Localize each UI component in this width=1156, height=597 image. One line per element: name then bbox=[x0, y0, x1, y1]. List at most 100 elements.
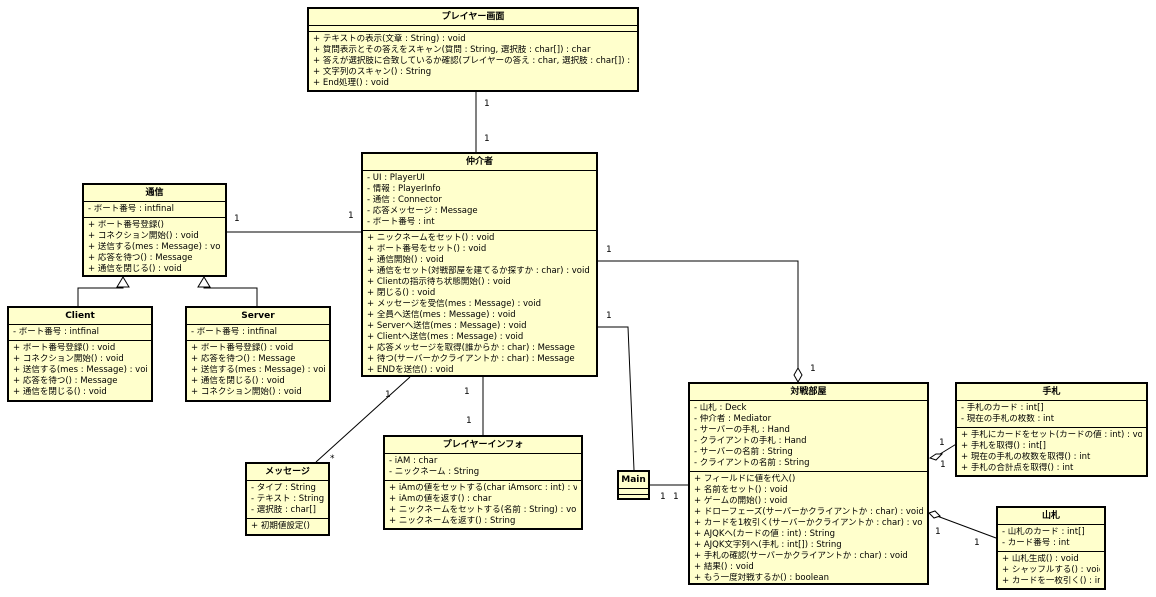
aggregation-diamond-deck bbox=[928, 510, 941, 519]
class-player-info[interactable]: プレイヤーインフォ - iAM : char- ニックネーム : String … bbox=[383, 435, 583, 530]
operation-row: + 結果() : void bbox=[694, 562, 754, 572]
operation-row: + ポート番号登録() bbox=[88, 220, 164, 230]
operation-row: + フィールドに値を代入() bbox=[694, 474, 796, 484]
multiplicity-label: 1 bbox=[484, 99, 490, 109]
operation-row: + ポート番号をセット() : void bbox=[367, 244, 487, 254]
class-main[interactable]: Main bbox=[617, 470, 650, 500]
class-player-screen[interactable]: プレイヤー画面 + テキストの表示(文章 : String) : void+ 質… bbox=[307, 7, 639, 92]
operations-section: + 山札生成() : void+ シャッフルする() : void+ カードを一… bbox=[998, 551, 1104, 589]
operation-row: + 名前をセット() : void bbox=[694, 485, 788, 495]
multiplicity-label: 1 bbox=[940, 460, 946, 470]
attributes-section: - ポート番号 : intfinal bbox=[9, 325, 151, 340]
generalization-client bbox=[77, 277, 124, 306]
multiplicity-label: 1 bbox=[660, 492, 666, 502]
link-mediator-room bbox=[598, 260, 799, 368]
link-mediator-main bbox=[598, 326, 635, 471]
operation-row: + コネクション開始() : void bbox=[13, 354, 124, 364]
operation-row: + もう一度対戦するか() : boolean bbox=[694, 573, 829, 583]
class-name: Server bbox=[187, 308, 329, 325]
operations-section: + 手札にカードをセット(カードの値 : int) : void+ 手札を取得(… bbox=[957, 427, 1146, 476]
generalization-arrow-client bbox=[116, 276, 130, 288]
class-server[interactable]: Server - ポート番号 : intfinal + ポート番号登録() : … bbox=[185, 306, 331, 402]
attribute-row: - クライアントの手札 : Hand bbox=[694, 436, 807, 446]
multiplicity-label: 1 bbox=[466, 416, 472, 426]
aggregation-diamond-hand bbox=[928, 453, 944, 461]
operation-row: + 送信する(mes : Message) : void bbox=[191, 365, 325, 375]
attributes-section: - 山札のカード : int[]- カード番号 : int bbox=[998, 525, 1104, 551]
multiplicity-label: * bbox=[330, 454, 335, 464]
attribute-row: - 山札のカード : int[] bbox=[1002, 527, 1085, 537]
class-name: プレイヤーインフォ bbox=[385, 437, 581, 454]
operations-section bbox=[619, 494, 648, 500]
class-name: 仲介者 bbox=[363, 154, 596, 171]
attribute-row: - 通信 : Connector bbox=[367, 195, 442, 205]
operation-row: + カードを1枚引く(サーバーかクライアントか : char) : void bbox=[694, 518, 923, 528]
attributes-section: - iAM : char- ニックネーム : String bbox=[385, 454, 581, 480]
multiplicity-label: 1 bbox=[385, 390, 391, 400]
operations-section: + ポート番号登録()+ コネクション開始() : void+ 送信する(mes… bbox=[84, 217, 225, 277]
link-room-deck bbox=[936, 515, 997, 539]
generalization-server bbox=[203, 277, 258, 306]
operation-row: + 閉じる() : void bbox=[367, 288, 436, 298]
attribute-row: - 選択肢 : char[] bbox=[251, 505, 316, 515]
multiplicity-label: 1 bbox=[974, 538, 980, 548]
operation-row: + 質問表示とその答えをスキャン(質問 : String, 選択肢 : char… bbox=[313, 45, 591, 55]
attribute-row: - 現在の手札の枚数 : int bbox=[961, 414, 1055, 424]
class-communication[interactable]: 通信 - ポート番号 : intfinal + ポート番号登録()+ コネクショ… bbox=[82, 183, 227, 277]
attribute-row: - UI : PlayerUI bbox=[367, 173, 425, 183]
attribute-row: - タイプ : String bbox=[251, 483, 316, 493]
class-hand[interactable]: 手札 - 手札のカード : int[]- 現在の手札の枚数 : int + 手札… bbox=[955, 382, 1148, 477]
operation-row: + テキストの表示(文章 : String) : void bbox=[313, 34, 466, 44]
operation-row: + カードを一枚引く() : int bbox=[1002, 576, 1100, 586]
attribute-row: - iAM : char bbox=[389, 456, 438, 466]
class-mediator[interactable]: 仲介者 - UI : PlayerUI- 情報 : PlayerInfo- 通信… bbox=[361, 152, 598, 377]
attribute-row: - テキスト : String bbox=[251, 494, 324, 504]
class-name: 山札 bbox=[998, 508, 1104, 525]
multiplicity-label: 1 bbox=[234, 214, 240, 224]
operations-section: + ニックネームをセット() : void+ ポート番号をセット() : voi… bbox=[363, 230, 596, 378]
operation-row: + 初期値設定() bbox=[251, 521, 310, 531]
operation-row: + 手札の合計点を取得() : int bbox=[961, 463, 1074, 473]
operation-row: + 山札生成() : void bbox=[1002, 554, 1079, 564]
class-battle-room[interactable]: 対戦部屋 - 山札 : Deck- 仲介者 : Mediator- サーバーの手… bbox=[688, 382, 929, 585]
multiplicity-label: 1 bbox=[484, 134, 490, 144]
operation-row: + 手札を取得() : int[] bbox=[961, 441, 1046, 451]
operation-row: + 答えが選択肢に合致しているか確認(プレイヤーの答え : char, 選択肢 … bbox=[313, 56, 633, 66]
class-name: Client bbox=[9, 308, 151, 325]
operation-row: + 全員へ送信(mes : Message) : void bbox=[367, 310, 516, 320]
operation-row: + AJQKへ(カードの値 : int) : String bbox=[694, 529, 836, 539]
multiplicity-label: 1 bbox=[810, 364, 816, 374]
attribute-row: - 応答メッセージ : Message bbox=[367, 206, 478, 216]
operation-row: + 通信開始() : void bbox=[367, 255, 444, 265]
operation-row: + 応答を待つ() : Message bbox=[191, 354, 296, 364]
class-name: メッセージ bbox=[247, 464, 328, 481]
operation-row: + 送信する(mes : Message) : void bbox=[88, 242, 221, 252]
operation-row: + ニックネームをセット() : void bbox=[367, 233, 495, 243]
attribute-row: - ニックネーム : String bbox=[389, 467, 480, 477]
operation-row: + 応答を待つ() : Message bbox=[13, 376, 118, 386]
attribute-row: - サーバーの手札 : Hand bbox=[694, 425, 790, 435]
operation-row: + Clientの指示待ち状態開始() : void bbox=[367, 277, 511, 287]
attributes-section: - ポート番号 : intfinal bbox=[84, 202, 225, 217]
class-message[interactable]: メッセージ - タイプ : String- テキスト : String- 選択肢… bbox=[245, 462, 330, 536]
operation-row: + 手札の確認(サーバーかクライアントか : char) : void bbox=[694, 551, 908, 561]
operation-row: + 通信を閉じる() : void bbox=[88, 264, 182, 274]
attribute-row: - 情報 : PlayerInfo bbox=[367, 184, 441, 194]
operation-row: + 応答を待つ() : Message bbox=[88, 253, 193, 263]
multiplicity-label: 1 bbox=[935, 527, 941, 537]
class-deck[interactable]: 山札 - 山札のカード : int[]- カード番号 : int + 山札生成(… bbox=[996, 506, 1106, 590]
operation-row: + 送信する(mes : Message) : void bbox=[13, 365, 147, 375]
operation-row: + メッセージを受信(mes : Message) : void bbox=[367, 299, 542, 309]
operation-row: + ニックネームをセットする(名前 : String) : void bbox=[389, 505, 577, 515]
operation-row: + ゲームの開始() : void bbox=[694, 496, 788, 506]
operations-section: + フィールドに値を代入()+ 名前をセット() : void+ ゲームの開始(… bbox=[690, 471, 927, 586]
operation-row: + ポート番号登録() : void bbox=[13, 343, 116, 353]
attribute-row: - ポート番号 : int bbox=[367, 217, 435, 227]
class-client[interactable]: Client - ポート番号 : intfinal + ポート番号登録() : … bbox=[7, 306, 153, 402]
operation-row: + 通信を閉じる() : void bbox=[191, 376, 285, 386]
operation-row: + ポート番号登録() : void bbox=[191, 343, 294, 353]
operations-section: + 初期値設定() bbox=[247, 518, 328, 534]
multiplicity-label: 1 bbox=[348, 211, 354, 221]
attributes-section: - ポート番号 : intfinal bbox=[187, 325, 329, 340]
operation-row: + 現在の手札の枚数を取得() : int bbox=[961, 452, 1091, 462]
